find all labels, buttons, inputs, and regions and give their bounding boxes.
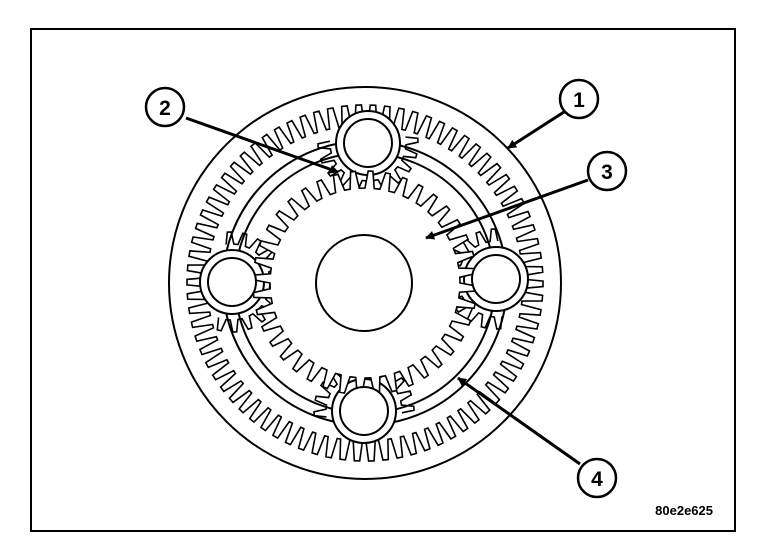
leader-lines <box>185 110 589 466</box>
leader-line-3 <box>425 178 589 240</box>
leader-line-2 <box>185 116 339 174</box>
planet-pin-right <box>471 254 521 304</box>
callout-4-label: 4 <box>591 468 603 491</box>
ring-gear-teeth <box>186 104 544 462</box>
sun-gear <box>252 170 478 396</box>
callout-2-circle <box>144 86 186 128</box>
callout-4-circle <box>576 457 618 499</box>
callout-2: 2 <box>144 86 186 128</box>
callout-3: 3 <box>586 150 628 192</box>
callout-3-label: 3 <box>601 161 613 184</box>
figure-code: 80e2e625 <box>655 503 713 518</box>
planet-pin-left <box>207 257 257 307</box>
leader-line-4 <box>457 376 581 466</box>
planet-pin-top <box>343 118 393 168</box>
callout-1-label: 1 <box>573 89 585 112</box>
callout-4: 4 <box>576 457 618 499</box>
callout-2-label: 2 <box>159 97 171 120</box>
callout-1: 1 <box>558 78 600 120</box>
sun-gear-bore <box>315 234 413 332</box>
ring-gear <box>167 86 563 480</box>
leader-line-1 <box>507 110 565 150</box>
planet-pin-bosses <box>207 118 521 436</box>
callout-3-circle <box>586 150 628 192</box>
ring-gear-outer-rim <box>167 86 563 480</box>
planet-pin-bottom <box>339 386 389 436</box>
callout-1-circle <box>558 78 600 120</box>
